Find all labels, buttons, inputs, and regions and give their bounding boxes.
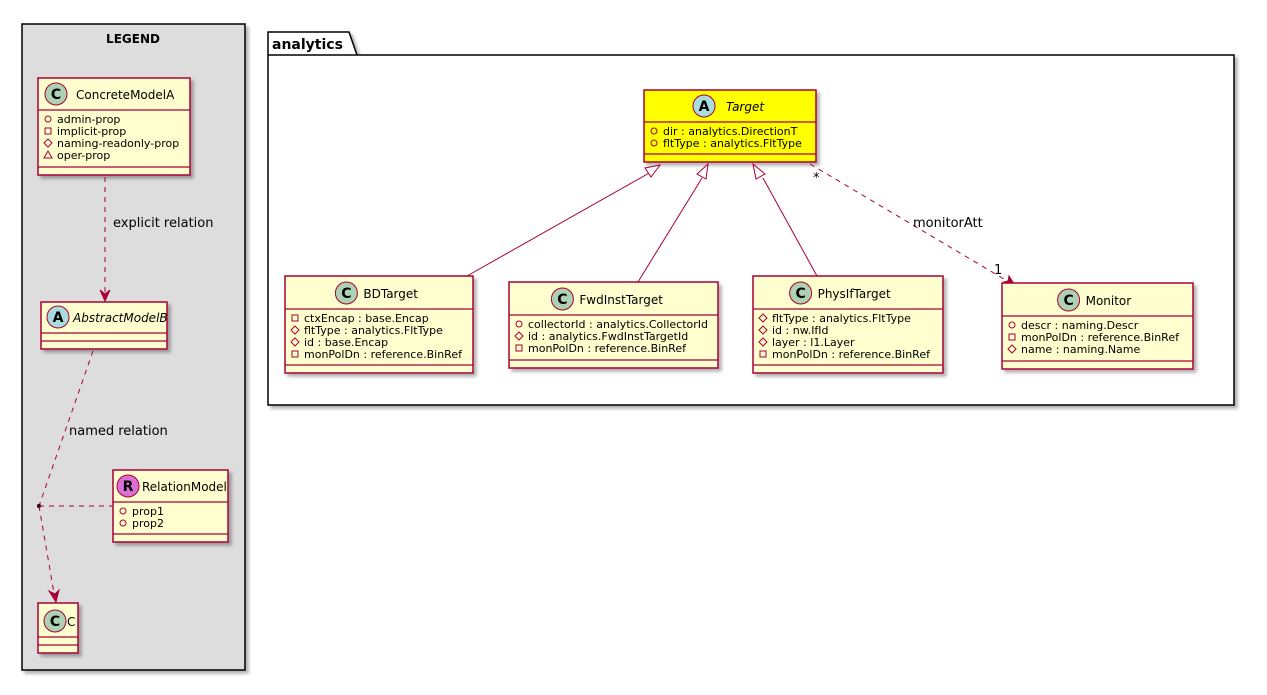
- attribute: fltType : analytics.FltType: [772, 312, 911, 325]
- protected-visibility-icon: [290, 325, 300, 335]
- attribute: oper-prop: [57, 149, 110, 162]
- inheritance-arrowhead: [752, 162, 766, 180]
- protected-visibility-icon: [290, 337, 300, 347]
- attribute: collectorId : analytics.CollectorId: [528, 318, 708, 331]
- class-name: RelationModel: [142, 480, 227, 494]
- class-name: Monitor: [1086, 294, 1132, 308]
- attribute: fltType : analytics.FltType: [663, 137, 802, 150]
- relation-stereotype-icon: R: [123, 479, 134, 495]
- attribute: descr : naming.Descr: [1021, 319, 1139, 332]
- public-visibility-icon: [1008, 321, 1016, 329]
- legend-concrete-class[interactable]: C ConcreteModelA admin-propimplicit-prop…: [37, 77, 191, 176]
- attribute: monPolDn : reference.BinRef: [772, 348, 931, 361]
- public-visibility-icon: [650, 127, 658, 135]
- legend-c-class[interactable]: C C: [37, 602, 79, 654]
- legend-title: LEGEND: [106, 32, 160, 46]
- attribute-list: admin-propimplicit-propnaming-readonly-p…: [43, 113, 179, 162]
- protected-visibility-icon: [758, 313, 768, 323]
- class-name: C: [67, 615, 75, 629]
- protected-visibility-icon: [758, 337, 768, 347]
- class-stereotype-icon: C: [557, 292, 567, 308]
- protected-visibility-icon: [758, 325, 768, 335]
- abstract-stereotype-icon: A: [53, 310, 64, 326]
- explicit-relation-label: explicit relation: [113, 216, 213, 231]
- attribute: admin-prop: [57, 113, 120, 126]
- public-visibility-icon: [515, 320, 523, 328]
- public-visibility-icon: [119, 507, 127, 515]
- named-relation-label: named relation: [69, 424, 168, 439]
- class-stereotype-icon: C: [1063, 293, 1073, 309]
- attribute: prop2: [132, 517, 164, 530]
- public-visibility-icon: [44, 115, 52, 123]
- attribute: ctxEncap : base.Encap: [304, 312, 429, 325]
- attribute: monPolDn : reference.BinRef: [528, 342, 687, 355]
- inheritance-arrowhead: [696, 162, 709, 180]
- target-class[interactable]: A Target dir : analytics.DirectionTfltTy…: [643, 89, 817, 163]
- named-relation-link: named relation: [37, 350, 168, 604]
- inheritance-edges: [466, 162, 818, 283]
- attribute: naming-readonly-prop: [57, 137, 179, 150]
- private-visibility-icon: [1008, 333, 1016, 341]
- attribute: implicit-prop: [57, 125, 126, 138]
- public-visibility-icon: [650, 139, 658, 147]
- attribute: monPolDn : reference.BinRef: [1021, 331, 1180, 344]
- package-visibility-icon: [43, 149, 53, 159]
- attribute: fltType : analytics.FltType: [304, 324, 443, 337]
- private-visibility-icon: [515, 344, 523, 352]
- class-name: PhysIfTarget: [818, 287, 891, 301]
- association-label: monitorAtt: [913, 216, 983, 231]
- class-name: AbstractModelB: [72, 311, 168, 325]
- attribute: id : analytics.FwdInstTargetId: [528, 330, 688, 343]
- private-visibility-icon: [759, 350, 767, 358]
- source-multiplicity: *: [813, 171, 820, 186]
- attribute: dir : analytics.DirectionT: [663, 125, 798, 138]
- abstract-stereotype-icon: A: [699, 99, 710, 115]
- attribute: prop1: [132, 505, 164, 518]
- class-stereotype-icon: C: [51, 87, 61, 103]
- class-stereotype-icon: C: [341, 286, 351, 302]
- class-name: ConcreteModelA: [76, 88, 175, 102]
- attribute: layer : l1.Layer: [772, 336, 855, 349]
- attribute: monPolDn : reference.BinRef: [304, 348, 463, 361]
- private-visibility-icon: [44, 127, 52, 135]
- attribute: id : base.Encap: [304, 336, 388, 349]
- private-visibility-icon: [291, 350, 299, 358]
- class-stereotype-icon: C: [795, 286, 805, 302]
- inheritance-arrowhead: [644, 164, 662, 178]
- attribute: id : nw.IfId: [772, 324, 829, 337]
- explicit-relation-arrow: explicit relation: [99, 177, 213, 303]
- protected-visibility-icon: [514, 331, 524, 341]
- protected-visibility-icon: [43, 138, 53, 148]
- legend-abstract-class[interactable]: A AbstractModelB: [40, 301, 168, 350]
- class-name: Target: [726, 100, 765, 114]
- class-name: BDTarget: [363, 287, 418, 301]
- target-multiplicity: 1: [994, 263, 1002, 278]
- protected-visibility-icon: [1007, 344, 1017, 354]
- private-visibility-icon: [291, 314, 299, 322]
- fwdinsttarget-class[interactable]: C FwdInstTarget collectorId : analytics.Co…: [508, 281, 719, 369]
- class-stereotype-icon: C: [50, 614, 60, 630]
- physiftarget-class[interactable]: C PhysIfTarget fltType : analytics.FltType…: [752, 275, 944, 374]
- class-name: FwdInstTarget: [579, 293, 663, 307]
- public-visibility-icon: [119, 519, 127, 527]
- package-name: analytics: [272, 37, 343, 53]
- attribute: name : naming.Name: [1021, 343, 1141, 356]
